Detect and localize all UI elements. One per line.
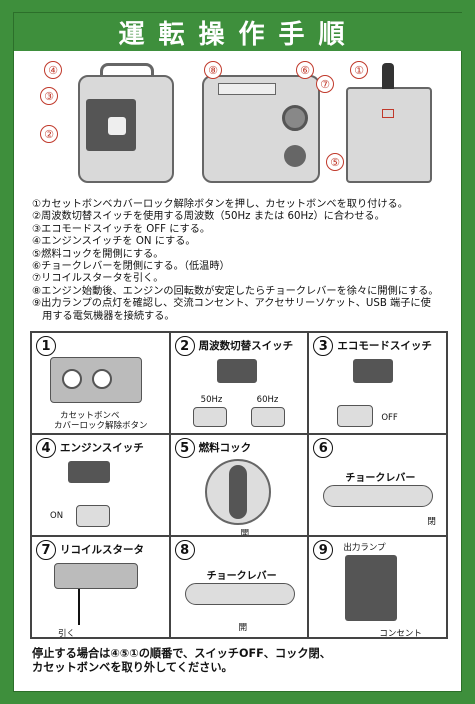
frequency-switch-50 [192, 407, 227, 427]
footer-line: 停止する場合は④⑤①の順番で、スイッチOFF、コック閉、 [32, 647, 331, 660]
callout-7: ⑦ [316, 75, 334, 93]
footer-line: カセットボンベを取り外してください。 [32, 661, 233, 674]
freq-60-label: 60Hz [256, 395, 279, 405]
step-text: ④エンジンスイッチを ON にする。 [32, 236, 196, 248]
page-title: 運転操作手順 [14, 13, 463, 51]
eco-mode-switch [337, 405, 374, 427]
callout-8: ⑧ [204, 61, 222, 79]
choke-lever [184, 583, 295, 605]
step-text: ③エコモードスイッチを OFF にする。 [32, 223, 211, 235]
callout-6: ⑥ [296, 61, 314, 79]
choke-lever [323, 485, 434, 507]
step-cell-6: 6 チョークレバー 閉 [308, 434, 447, 536]
step-illustration-grid: 1 カセットボンベ カバーロック解除ボタン 2 周波数切替スイッチ 50Hz 6… [30, 331, 448, 639]
pull-label: 引く [58, 629, 76, 638]
step-text: ①カセットボンベカバーロック解除ボタンを押し、カセットボンベを取り付ける。 [32, 199, 408, 210]
outlet-label: コンセント [379, 629, 422, 638]
step-text: 用する電気機器を接続する。 [32, 310, 175, 322]
stop-instructions: 停止する場合は④⑤①の順番で、スイッチOFF、コック閉、 カセットボンベを取り外… [32, 647, 452, 675]
engine-switch [76, 505, 110, 527]
choke-lever-label: チョークレバー [206, 571, 277, 582]
generator-diagrams: ④ ③ ② ⑧ ⑥ ⑦ ① ⑤ [14, 57, 463, 197]
step-number: 6 [313, 438, 334, 458]
output-lamp-label: 出力ランプ [343, 543, 386, 553]
open-label: 開 [238, 623, 248, 633]
step-number: 2 [174, 336, 195, 356]
step-heading: 周波数切替スイッチ [198, 340, 294, 352]
step-text: ⑥チョークレバーを閉側にする。（低温時） [32, 261, 230, 273]
callout-4: ④ [44, 61, 62, 79]
lock-release-label: カバーロック解除ボタン [54, 421, 148, 431]
choke-lever-label: チョークレバー [345, 473, 416, 484]
step-cell-9: 9 出力ランプ コンセント [308, 536, 447, 638]
step-number: 5 [174, 438, 195, 458]
operation-steps: ①カセットボンベカバーロック解除ボタンを押し、カセットボンベを取り付ける。 ②周… [32, 199, 452, 323]
step-number: 8 [174, 540, 195, 560]
step-cell-8: 8 チョークレバー 開 [169, 536, 309, 638]
cassette-lock-button-icon [382, 109, 394, 118]
outlet-icon [108, 117, 126, 135]
fuel-cock-icon [282, 105, 308, 131]
step-heading: エンジンスイッチ [60, 442, 144, 454]
on-label: ON [50, 511, 64, 521]
step-cell-4: 4 エンジンスイッチ ON [31, 434, 170, 536]
step-cell-2: 2 周波数切替スイッチ 50Hz 60Hz [169, 332, 309, 434]
step-heading: エコモードスイッチ [337, 340, 432, 352]
step-cell-1: 1 カセットボンベ カバーロック解除ボタン [31, 332, 170, 434]
callout-2: ② [40, 125, 58, 143]
step-number: 7 [36, 540, 56, 560]
step-text: ⑦リコイルスタータを引く。 [32, 273, 164, 285]
step-text: ⑧エンジン始動後、エンジンの回転数が安定したらチョークレバーを徐々に開側にする。 [32, 285, 439, 297]
callout-1: ① [350, 61, 368, 79]
step-cell-5: 5 燃料コック 開 [169, 434, 309, 536]
instruction-card: 運転操作手順 ④ ③ ② ⑧ ⑥ ⑦ ① ⑤ ①カセットボンベカバーロック解除ボ… [13, 12, 463, 692]
step-number: 9 [313, 540, 334, 560]
step-text: ②周波数切替スイッチを使用する周波数（50Hz または 60Hz）に合わせる。 [32, 211, 385, 223]
close-label: 閉 [427, 517, 436, 527]
frequency-switch-60 [250, 407, 285, 427]
choke-icon [284, 145, 306, 167]
generator-control-side [78, 63, 174, 183]
step-heading: 燃料コック [198, 442, 252, 454]
step-number: 3 [313, 336, 334, 356]
step-heading: リコイルスタータ [60, 544, 144, 556]
callout-5: ⑤ [326, 153, 344, 171]
step-cell-7: 7 リコイルスタータ 引く [31, 536, 170, 638]
generator-front-side [202, 75, 320, 183]
step-cell-3: 3 エコモードスイッチ OFF [308, 332, 447, 434]
freq-50-label: 50Hz [200, 395, 223, 405]
open-label: 開 [240, 529, 250, 536]
cassette-label: カセットボンベ [60, 411, 120, 421]
step-number: 1 [36, 336, 56, 356]
callout-3: ③ [40, 87, 58, 105]
generator-rear-side [346, 63, 432, 183]
off-label: OFF [381, 413, 398, 423]
step-text: ⑤燃料コックを開側にする。 [32, 248, 164, 260]
output-panel [345, 555, 398, 621]
step-text: ⑨出力ランプの点灯を確認し、交流コンセント、アクセサリーソケット、USB 端子に… [32, 298, 431, 310]
recoil-starter [54, 563, 138, 589]
step-number: 4 [36, 438, 56, 458]
